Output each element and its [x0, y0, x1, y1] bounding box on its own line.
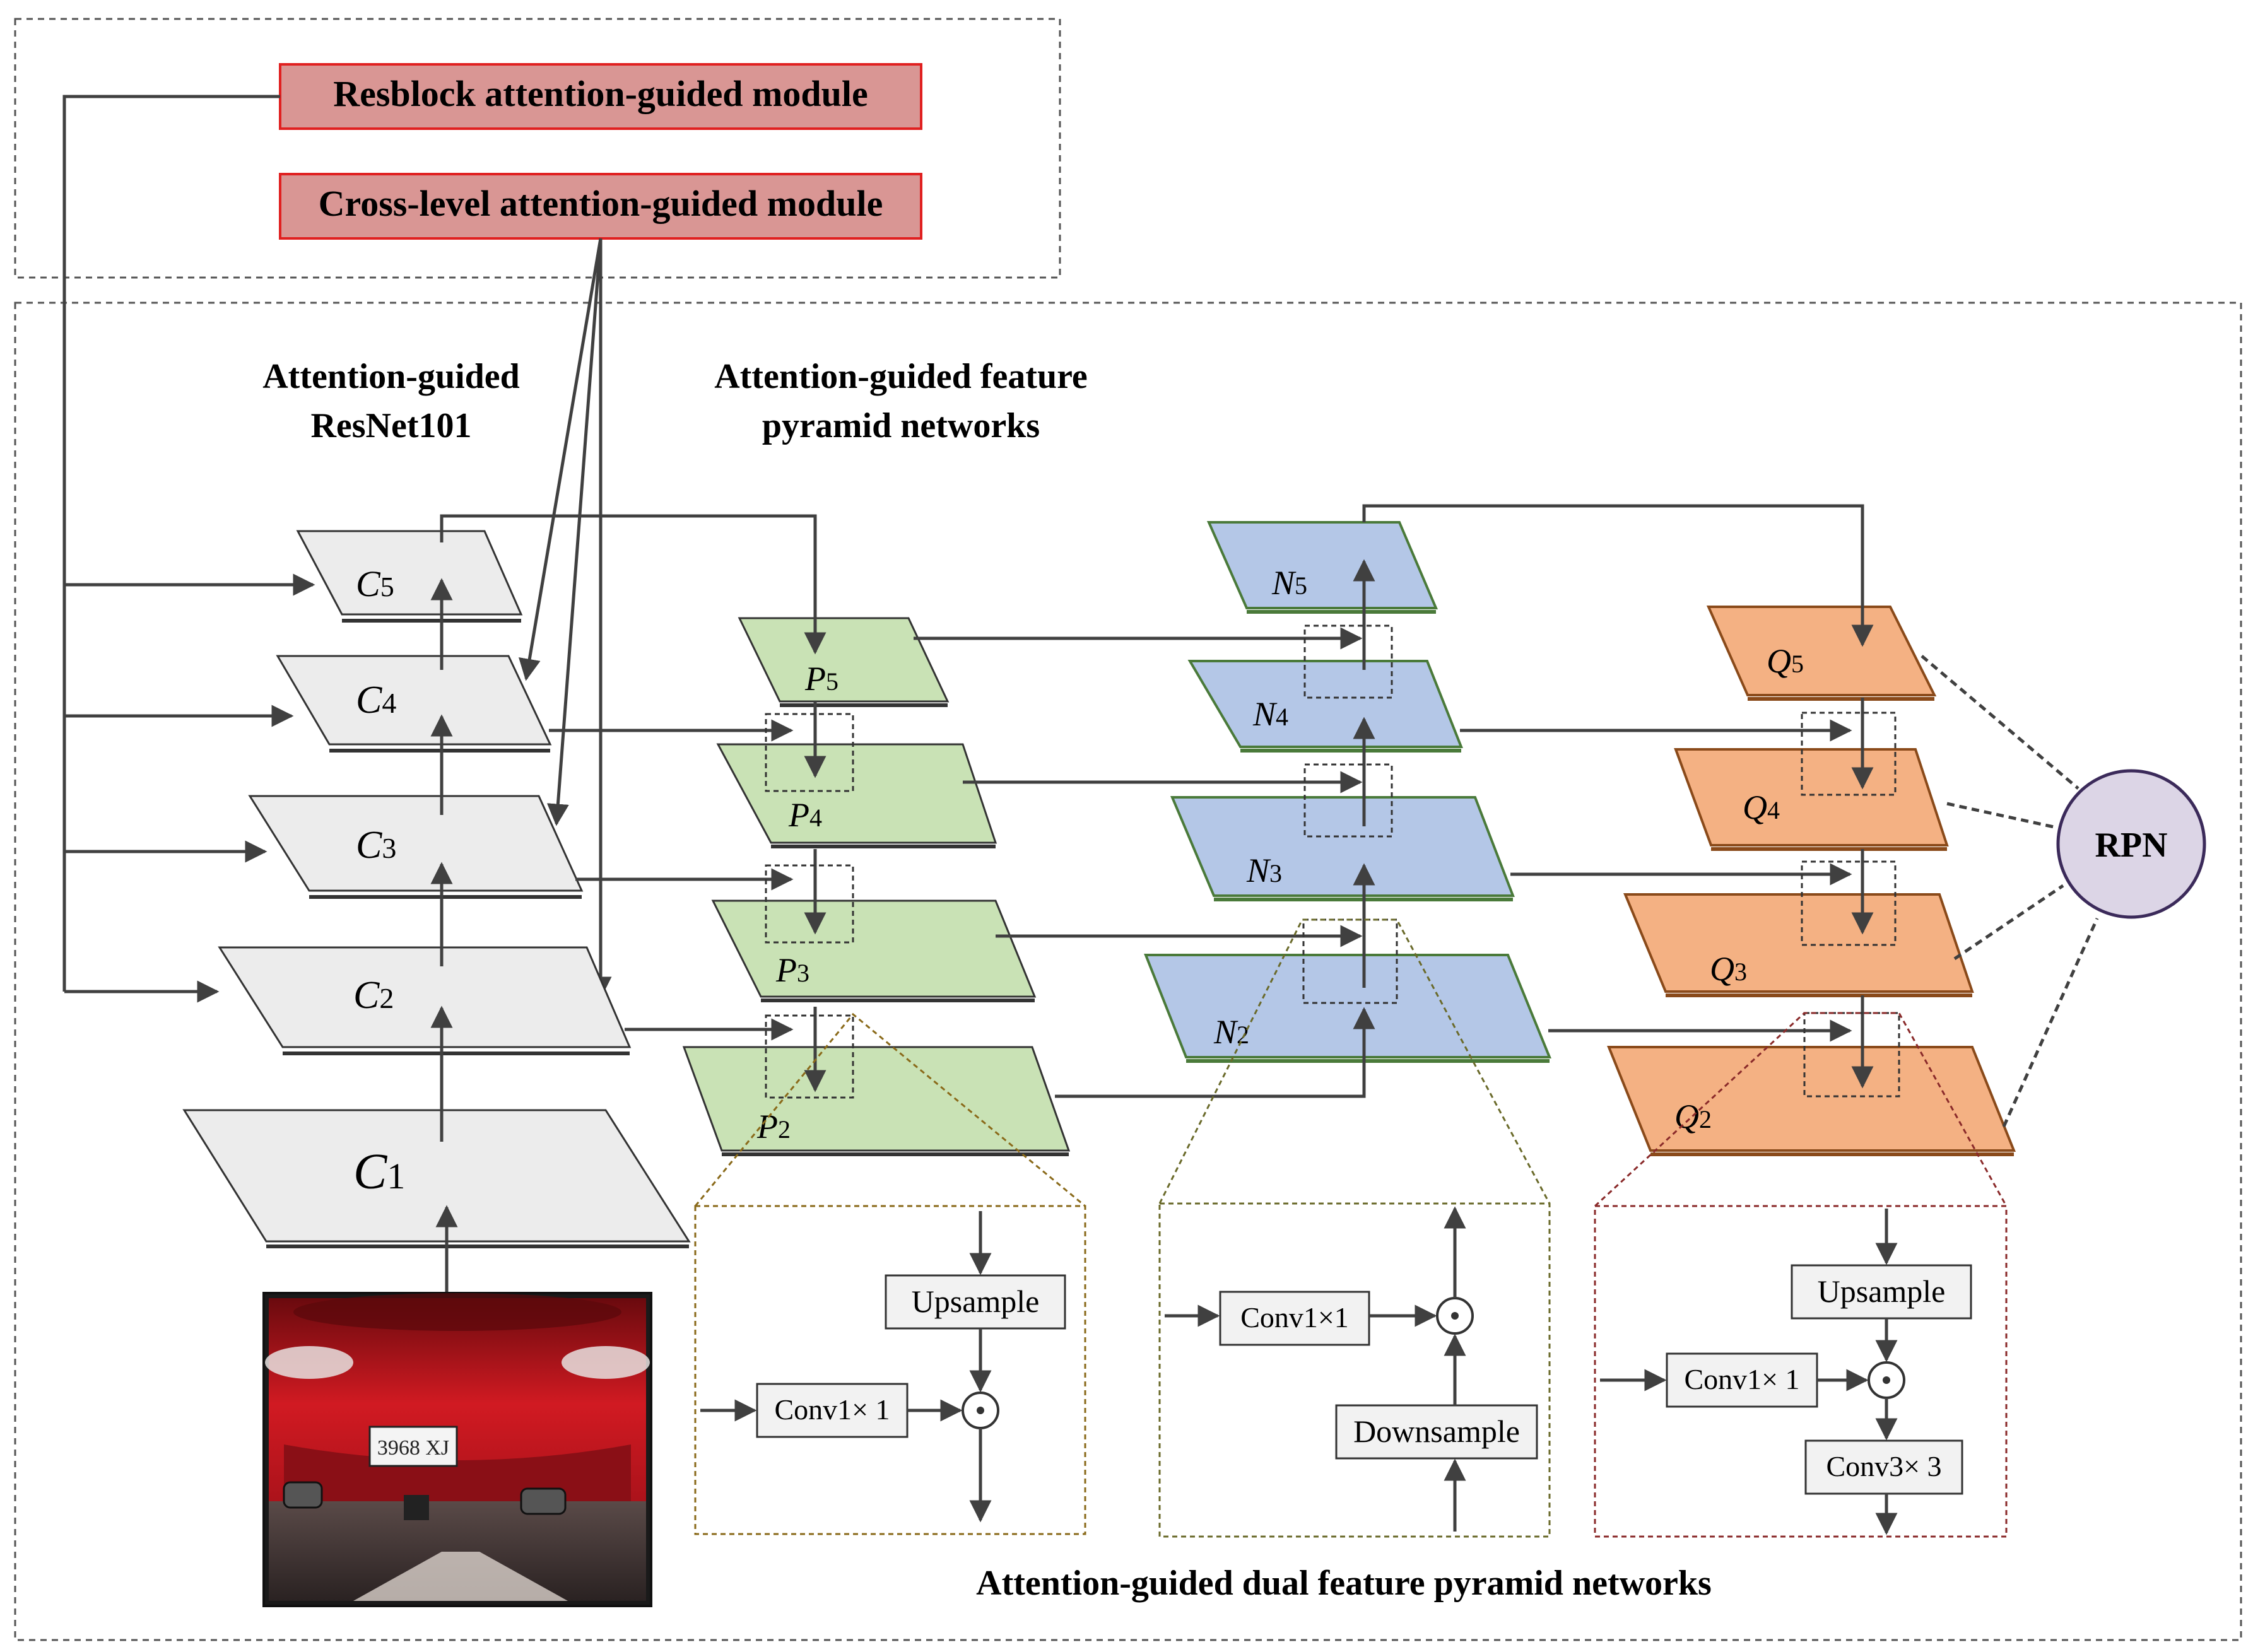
q-upsample-label: Upsample	[1818, 1274, 1946, 1309]
n-conv-label: Conv1×1	[1240, 1301, 1349, 1333]
p-layers: P2 P3 P4 P5	[682, 617, 1071, 1156]
svg-text:C3: C3	[356, 824, 396, 867]
svg-text:Q4: Q4	[1743, 788, 1780, 826]
main-frame	[14, 302, 2242, 1641]
svg-text:N3: N3	[1246, 852, 1282, 889]
resblock-module-label: Resblock attention-guided module	[333, 73, 868, 114]
fpn-title-line2: pyramid networks	[762, 406, 1040, 445]
q-detail-block: Upsample Conv1× 1 Conv3× 3	[1594, 1205, 2008, 1538]
top-module-frame	[14, 18, 1061, 279]
layer-c4: C4	[276, 655, 552, 753]
svg-text:P2: P2	[756, 1108, 791, 1145]
svg-text:C5: C5	[356, 563, 394, 604]
rpn-connectors	[1921, 655, 2099, 1128]
resnet-title-line1: Attention-guided	[262, 357, 520, 396]
resnet-title-line2: ResNet101	[310, 406, 471, 445]
p-detail-block: Upsample Conv1× 1	[694, 1205, 1086, 1535]
layer-q4: Q4	[1674, 748, 1949, 851]
layer-p4: P4	[716, 743, 997, 848]
crosslevel-module-label: Cross-level attention-guided module	[319, 183, 883, 224]
svg-text:C1: C1	[353, 1144, 405, 1200]
svg-text:Q3: Q3	[1710, 950, 1747, 988]
layer-n5: N5	[1206, 521, 1438, 614]
crosslevel-module: Cross-level attention-guided module	[279, 173, 922, 240]
rpn-node: RPN	[2056, 769, 2206, 919]
rpn-label: RPN	[2095, 826, 2167, 865]
backbone-arrows	[430, 578, 458, 1294]
svg-text:P5: P5	[804, 660, 838, 698]
c-to-p-arrows	[440, 514, 826, 1093]
layer-c1: C1	[182, 1109, 691, 1248]
svg-text:Q5: Q5	[1767, 642, 1804, 680]
layer-p5: P5	[738, 617, 950, 707]
p-to-n-arrows	[914, 559, 1375, 1098]
svg-text:N5: N5	[1271, 564, 1307, 602]
layer-c3: C3	[248, 795, 584, 899]
p-upsample-label: Upsample	[912, 1284, 1040, 1319]
fpn-title-line1: Attention-guided feature	[714, 357, 1088, 396]
layer-q5: Q5	[1706, 606, 1937, 701]
q-conv3-label: Conv3× 3	[1826, 1450, 1941, 1482]
dual-fpn-title: Attention-guided dual feature pyramid ne…	[976, 1564, 1712, 1603]
layer-n3: N3	[1170, 796, 1515, 901]
q-layers: Q2 Q3 Q4 Q5	[1607, 606, 2016, 1156]
svg-text:Q2: Q2	[1674, 1098, 1712, 1135]
plate-text: 3968 XJ	[377, 1436, 449, 1460]
p-merge-dashed-boxes	[765, 713, 854, 1099]
input-car-image: 3968 XJ	[262, 1292, 652, 1607]
detail-connectors	[694, 918, 2008, 1207]
layer-q3: Q3	[1623, 893, 1974, 997]
svg-text:C2: C2	[353, 974, 394, 1017]
layer-p2: P2	[682, 1046, 1071, 1156]
resblock-feed-lines	[62, 95, 315, 1003]
layer-q2: Q2	[1607, 1046, 2016, 1156]
layer-c5: C5	[296, 530, 523, 623]
svg-text:P4: P4	[788, 796, 822, 834]
crosslevel-arrows	[518, 238, 612, 999]
n-to-q-arrows	[1362, 504, 1874, 1089]
n-downsample-label: Downsample	[1353, 1414, 1520, 1449]
c-layers: C1 C2 C3 C4 C5	[182, 530, 691, 1248]
n-layers: N2 N3 N4 N5	[1144, 521, 1551, 1063]
layer-n2: N2	[1144, 954, 1551, 1063]
q-conv1-label: Conv1× 1	[1684, 1363, 1799, 1395]
n-detail-block: Conv1×1 Downsample	[1158, 1202, 1551, 1538]
layer-n4: N4	[1187, 660, 1463, 753]
layer-p3: P3	[711, 899, 1037, 1002]
svg-text:P3: P3	[775, 951, 809, 989]
q-merge-dashed-boxes	[1801, 712, 1900, 1098]
p-conv-label: Conv1× 1	[774, 1393, 890, 1426]
resblock-module: Resblock attention-guided module	[279, 63, 922, 130]
svg-text:C4: C4	[356, 679, 396, 722]
layer-c2: C2	[218, 946, 632, 1055]
svg-text:N4: N4	[1252, 695, 1288, 733]
